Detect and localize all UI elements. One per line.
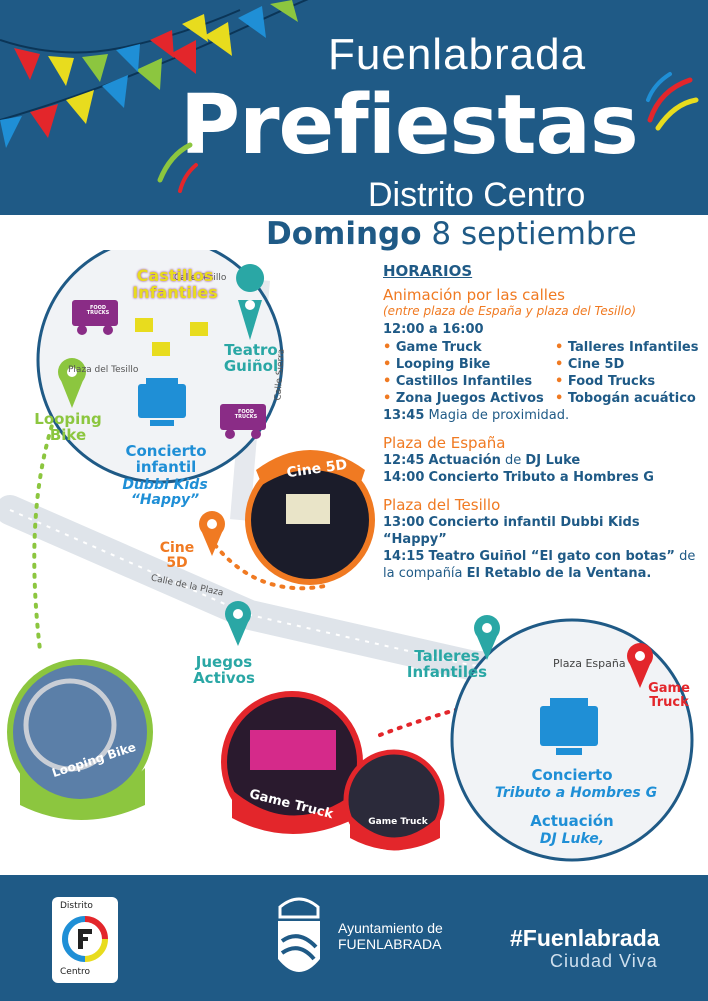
label-talleres: Talleres Infantiles: [406, 647, 488, 681]
activity-item: Food Trucks: [555, 373, 699, 390]
espana-text-2: Concierto Tributo a Hombres G: [428, 470, 654, 485]
espana-text-1c: DJ Luke: [525, 453, 581, 468]
event-day: Domingo: [266, 216, 422, 252]
event-date: Domingo 8 septiembre: [266, 216, 637, 252]
label-castillos: Castillos Infantiles: [132, 266, 218, 302]
hashtag: #Fuenlabrada: [510, 925, 660, 951]
header-banner: Fuenlabrada Prefiestas Distrito Centro: [0, 0, 708, 215]
city-crest-icon: [278, 897, 320, 972]
tesillo-title: Plaza del Tesillo: [383, 496, 501, 514]
animacion-title: Animación por las calles: [383, 286, 565, 304]
header-city: Fuenlabrada: [328, 30, 587, 79]
tesillo-text-1: Concierto infantil Dubbi Kids “Happy”: [383, 515, 640, 547]
activity-item: Looping Bike: [383, 356, 555, 373]
label-concierto-tributo: Concierto: [531, 766, 613, 784]
header-title: Prefiestas: [180, 78, 639, 173]
animacion-note: (entre plaza de España y plaza del Tesil…: [383, 304, 637, 318]
activity-item: Game Truck: [383, 339, 555, 356]
label-dubbi-kids: Dubbi Kids “Happy”: [122, 477, 208, 508]
street-label-tesillo: Calle Tesillo: [174, 273, 227, 283]
confetti-icon: [157, 142, 198, 193]
activity-item: Talleres Infantiles: [555, 339, 699, 356]
activity-item: Zona Juegos Activos: [383, 390, 555, 407]
bunting-decoration: [0, 0, 330, 148]
label-tributo-hombres-g: Tributo a Hombres G: [494, 785, 658, 801]
tesillo-line-1: 13:00 Concierto infantil Dubbi Kids “Hap…: [383, 514, 703, 548]
espana-line-2: 14:00 Concierto Tributo a Hombres G: [383, 469, 703, 486]
espana-line-1: 12:45 Actuación de DJ Luke: [383, 452, 703, 469]
event-day-rest: 8 septiembre: [431, 216, 637, 252]
label-actuacion: Actuación: [530, 812, 614, 830]
tesillo-time-2: 14:15: [383, 549, 425, 564]
label-game-truck: Game Truck: [648, 681, 690, 710]
tesillo-line-2: 14:15 Teatro Guiñol “El gato con botas” …: [383, 548, 703, 582]
label-teatro: Teatro Guiñol: [223, 341, 279, 375]
magia-time: 13:45: [383, 408, 425, 423]
espana-time-2: 14:00: [383, 470, 425, 485]
event-map: [0, 250, 694, 862]
label-dj-luke: DJ Luke,: [539, 831, 605, 847]
tesillo-text-2c: El Retablo de la Ventana.: [466, 566, 652, 581]
espana-text-1b: de: [505, 453, 522, 468]
street-label-plaza-tesillo: Plaza del Tesillo: [68, 365, 139, 375]
sparkle-icon: [646, 72, 699, 131]
magia-text: Magia de proximidad.: [428, 408, 570, 423]
tesillo-text-2b: de la compañía: [383, 549, 696, 581]
animacion-time: 12:00 a 16:00: [383, 322, 484, 337]
tesillo-time-1: 13:00: [383, 515, 425, 530]
espana-text-1a: Actuación: [428, 453, 501, 468]
activity-item: Cine 5D: [555, 356, 699, 373]
footer: Distrito Centro Ayuntamiento de FUENLABR…: [0, 875, 708, 1001]
food-truck-label-2: FOOD TRUCKS: [234, 409, 258, 421]
label-juegos: Juegos Activos: [193, 653, 255, 687]
street-label-plaza-espana: Plaza España: [553, 657, 626, 670]
activity-item: Tobogán acuático: [555, 390, 699, 407]
badge-game-truck-2: Game Truck: [368, 817, 428, 827]
activity-item: Castillos Infantiles: [383, 373, 555, 390]
distrito-logo-icon: [62, 916, 108, 962]
schedule-panel: HORARIOS Animación por las calles (entre…: [383, 262, 703, 582]
logo-top-text: Distrito: [60, 901, 93, 911]
logo-bottom-text: Centro: [60, 967, 91, 977]
distrito-centro-logo: Distrito Centro: [52, 897, 118, 983]
ayto-line-2: FUENLABRADA: [338, 936, 442, 952]
espana-time-1: 12:45: [383, 453, 425, 468]
magia-line: 13:45 Magia de proximidad.: [383, 407, 703, 424]
tagline: Ciudad Viva: [550, 951, 658, 971]
label-cine5d: Cine 5D: [159, 540, 195, 571]
ayto-line-1: Ayuntamiento de: [338, 920, 443, 936]
food-truck-label-1: FOOD TRUCKS: [86, 305, 110, 317]
espana-title: Plaza de España: [383, 434, 506, 452]
animacion-activities: Game Truck Looping Bike Castillos Infant…: [383, 339, 703, 407]
schedule-heading: HORARIOS: [383, 262, 473, 280]
header-district: Distrito Centro: [368, 176, 586, 214]
ayuntamiento-text: Ayuntamiento de FUENLABRADA: [338, 920, 443, 952]
label-looping: Looping Bike: [34, 410, 102, 444]
tesillo-text-2a: Teatro Guiñol “El gato con botas”: [428, 549, 675, 564]
label-concierto-infantil: Concierto infantil: [125, 442, 207, 476]
pin-teatro: [236, 264, 265, 340]
